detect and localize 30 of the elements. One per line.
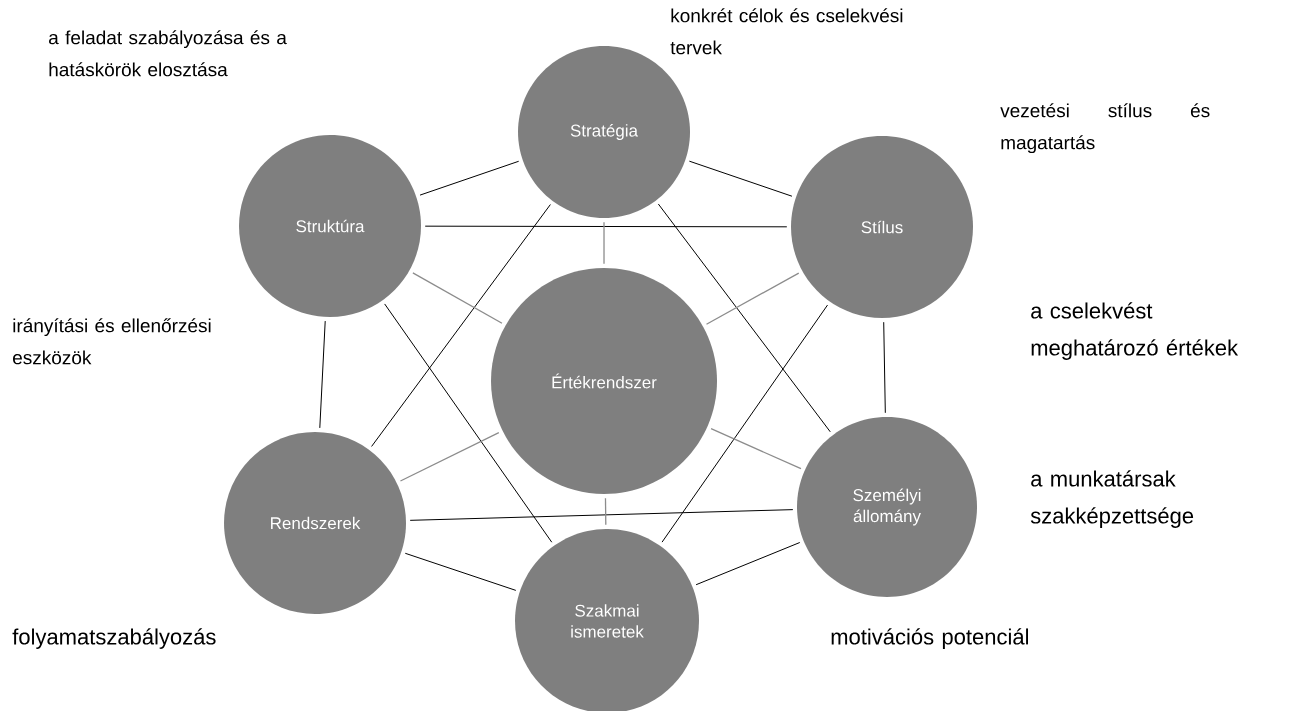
connector-line xyxy=(688,160,793,197)
connector-line xyxy=(404,552,517,591)
connector-line xyxy=(705,272,800,325)
connector-line xyxy=(412,272,503,324)
circle-node: Értékrendszer xyxy=(491,268,717,494)
circle-node: Stílus xyxy=(791,136,973,318)
note-text: motivációs potenciál xyxy=(831,628,1028,649)
connector-line xyxy=(371,204,551,447)
connector-line xyxy=(657,203,831,433)
connector-line xyxy=(883,321,886,414)
connector-line xyxy=(319,320,326,429)
circle-node: Rendszerek xyxy=(224,432,406,614)
connector-line xyxy=(710,428,802,470)
connector-line xyxy=(661,304,828,543)
note-text: a munkatársak szakképzettsége xyxy=(1030,470,1194,528)
connector-line xyxy=(603,221,605,265)
connector-line xyxy=(695,542,801,586)
note-text: a cselekvést meghatározó értékek xyxy=(1031,302,1239,360)
note-text: a feladat szabályozása és a hatáskörök elosztása xyxy=(49,30,287,77)
note-text: folyamatszabályozás xyxy=(12,628,216,649)
connector-line xyxy=(424,225,788,228)
note-text: vezetési stílus és magatartás xyxy=(1000,103,1210,154)
connector-line xyxy=(399,432,500,482)
circle-node: Személyi állomány xyxy=(797,417,977,597)
connector-line xyxy=(604,497,607,526)
circle-node: Struktúra xyxy=(239,135,421,317)
note-text: irányítási és ellenőrzési eszközök xyxy=(13,318,211,365)
connector-line xyxy=(409,509,794,521)
connector-line xyxy=(384,303,553,543)
connector-line xyxy=(419,160,520,196)
